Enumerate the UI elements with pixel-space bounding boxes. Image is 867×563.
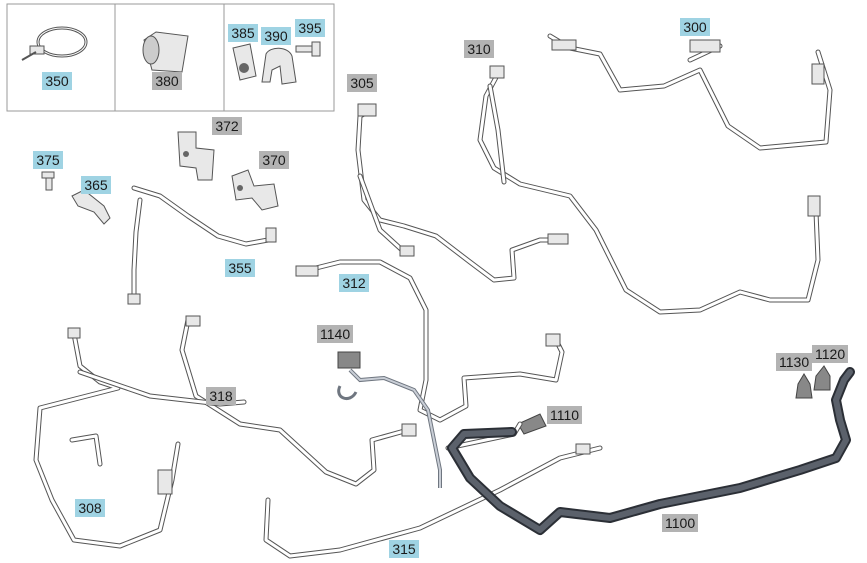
bracket-part-372 [177,131,215,181]
callout-312: 312 [339,274,369,292]
callout-308: 308 [75,499,105,517]
callout-390: 390 [261,27,291,45]
callout-300: 300 [680,18,710,36]
small-parts-box [6,3,335,112]
clip-part-365 [71,189,111,225]
callout-372: 372 [212,117,242,135]
callout-355: 355 [225,259,255,277]
fitting-part-1120 [813,365,831,391]
bracket-part-370 [231,169,279,211]
hose-1100 [447,367,855,535]
callout-380: 380 [152,72,182,90]
callout-310: 310 [464,40,494,58]
bolt-part-395 [295,41,321,57]
cable-tie-part-350 [21,26,88,61]
clamp-part-385 [232,43,257,81]
bolt-part-375 [41,171,55,191]
callout-1120: 1120 [812,345,849,363]
brake-line-355 [127,185,277,305]
callout-350: 350 [42,72,72,90]
sleeve-part-380 [142,31,189,73]
fitting-part-1130 [795,373,813,399]
vacuum-hose-1140 [337,351,442,488]
callout-318: 318 [206,387,236,405]
callout-375: 375 [33,151,63,169]
brake-line-310 [477,65,821,315]
callout-395: 395 [295,19,325,37]
callout-1100: 1100 [662,514,699,532]
callout-1110: 1110 [547,406,583,424]
callout-305: 305 [347,74,377,92]
brake-line-318 [179,315,417,487]
callout-365: 365 [81,176,111,194]
brake-line-308 [33,327,247,549]
brake-line-305 [355,103,569,283]
brake-line-315 [263,443,603,559]
callout-370: 370 [259,151,289,169]
callout-1140: 1140 [317,325,354,343]
callout-385: 385 [228,24,258,42]
bracket-part-390 [261,47,297,85]
brake-line-300 [547,33,833,151]
callout-1130: 1130 [776,353,813,371]
callout-315: 315 [389,540,419,558]
